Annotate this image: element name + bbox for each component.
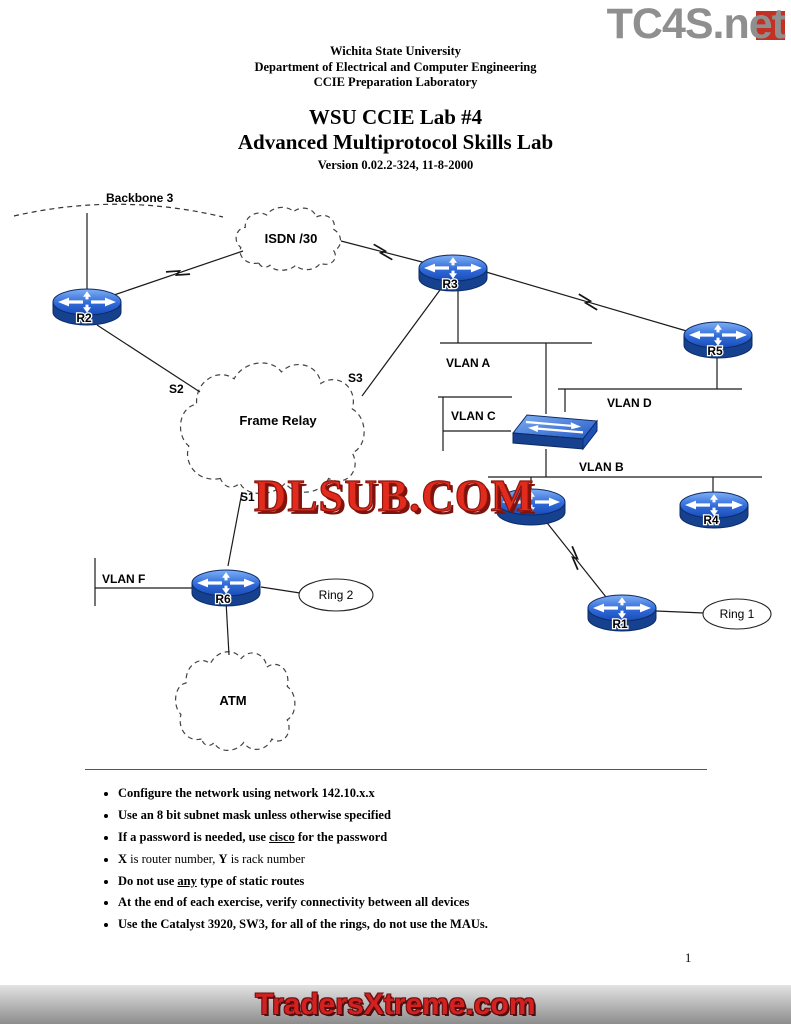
s2-label: S2: [169, 382, 184, 396]
version-text: Version 0.02.2-324, 11-8-2000: [317, 158, 474, 172]
r6-label: R6: [215, 592, 231, 606]
document-header: Wichita State University Department of E…: [0, 44, 791, 91]
vlan-c-label: VLAN C: [451, 409, 496, 423]
tc4s-logo: TC4S.net: [606, 0, 786, 48]
note-text: for the password: [294, 829, 388, 844]
note-text-underlined: any: [177, 873, 197, 888]
dlsub-watermark: DLSUB.COM: [253, 470, 535, 521]
switch-icon: [511, 413, 599, 451]
note-item: At the end of each exercise, verify conn…: [118, 895, 738, 909]
title-block: WSU CCIE Lab #4 Advanced Multiprotocol S…: [0, 105, 791, 173]
ring2-label: Ring 2: [319, 588, 354, 602]
r2-label: R2: [76, 311, 92, 325]
instructions-list: Configure the network using network 142.…: [99, 786, 738, 939]
vlan-a-label: VLAN A: [446, 356, 491, 370]
page-subtitle: Advanced Multiprotocol Skills Lab: [237, 130, 554, 154]
note-item: Use the Catalyst 3920, SW3, for all of t…: [118, 917, 738, 931]
ring1-ellipse: [702, 598, 772, 630]
frame-relay-label: Frame Relay: [239, 413, 317, 428]
note-text: Use an 8 bit subnet mask unless otherwis…: [118, 807, 391, 822]
link-r3-frame-relay: [361, 289, 441, 397]
note-text: At the end of each exercise, verify conn…: [118, 895, 470, 910]
s3-label: S3: [348, 371, 363, 385]
note-item: Do not use any type of static routes: [118, 874, 738, 888]
link-r6-ring2: [260, 586, 301, 594]
note-text: is router number,: [127, 851, 219, 866]
note-text: If a password is needed, use: [118, 829, 270, 844]
page-number: 1: [685, 951, 692, 965]
note-text-bold: X: [118, 851, 128, 866]
link-frame-relay-r6: [227, 491, 243, 567]
note-text: is rack number: [227, 851, 305, 866]
header-line-department: Department of Electrical and Computer En…: [254, 59, 537, 74]
logo-red-square: [756, 11, 785, 40]
note-item: If a password is needed, use cisco for t…: [118, 830, 738, 844]
note-text: Configure the network using network 142.…: [118, 786, 375, 800]
s1-label: S1: [240, 490, 255, 504]
note-text: Do not use: [118, 873, 178, 888]
ring2-ellipse: [298, 578, 374, 612]
atm-label: ATM: [219, 693, 246, 708]
note-text: type of static routes: [196, 873, 305, 888]
backbone-label: Backbone 3: [106, 191, 174, 205]
header-line-lab: CCIE Preparation Laboratory: [313, 75, 478, 89]
lightning-bolt-icon: [370, 243, 396, 261]
isdn-label: ISDN /30: [265, 231, 318, 246]
r1-label: R1: [612, 617, 628, 631]
link-r2-frame-relay: [96, 324, 201, 393]
link-r6-atm: [225, 600, 230, 656]
separator-line: [85, 769, 707, 770]
lightning-bolt-icon: [563, 545, 587, 571]
note-item: X is router number, Y is rack number: [118, 852, 738, 866]
note-item: Configure the network using network 142.…: [118, 786, 738, 800]
r4-label: R4: [703, 513, 719, 527]
vlan-f-label: VLAN F: [102, 572, 145, 586]
backbone-segment: [13, 203, 224, 218]
r3-label: R3: [442, 277, 458, 291]
vlan-b-label: VLAN B: [579, 460, 624, 474]
vlan-d-label: VLAN D: [607, 396, 652, 410]
ring1-label: Ring 1: [720, 607, 755, 621]
tc4s-logo-text: TC4S.net: [606, 0, 786, 48]
lightning-bolt-icon: [165, 263, 191, 283]
header-line-university: Wichita State University: [329, 44, 461, 58]
footer-banner: TradersXtreme.com: [0, 985, 791, 1024]
r5-label: R5: [707, 344, 723, 358]
note-text-bold: Y: [218, 851, 228, 866]
link-r1-ring1: [655, 610, 705, 614]
tradersxtreme-logo-text: TradersXtreme.com: [255, 987, 536, 1021]
note-text: Use the Catalyst 3920, SW3, for all of t…: [118, 917, 488, 932]
note-item: Use an 8 bit subnet mask unless otherwis…: [118, 808, 738, 822]
note-text-underlined: cisco: [269, 829, 295, 844]
lightning-bolt-icon: [575, 293, 601, 311]
page-title: WSU CCIE Lab #4: [308, 105, 483, 129]
